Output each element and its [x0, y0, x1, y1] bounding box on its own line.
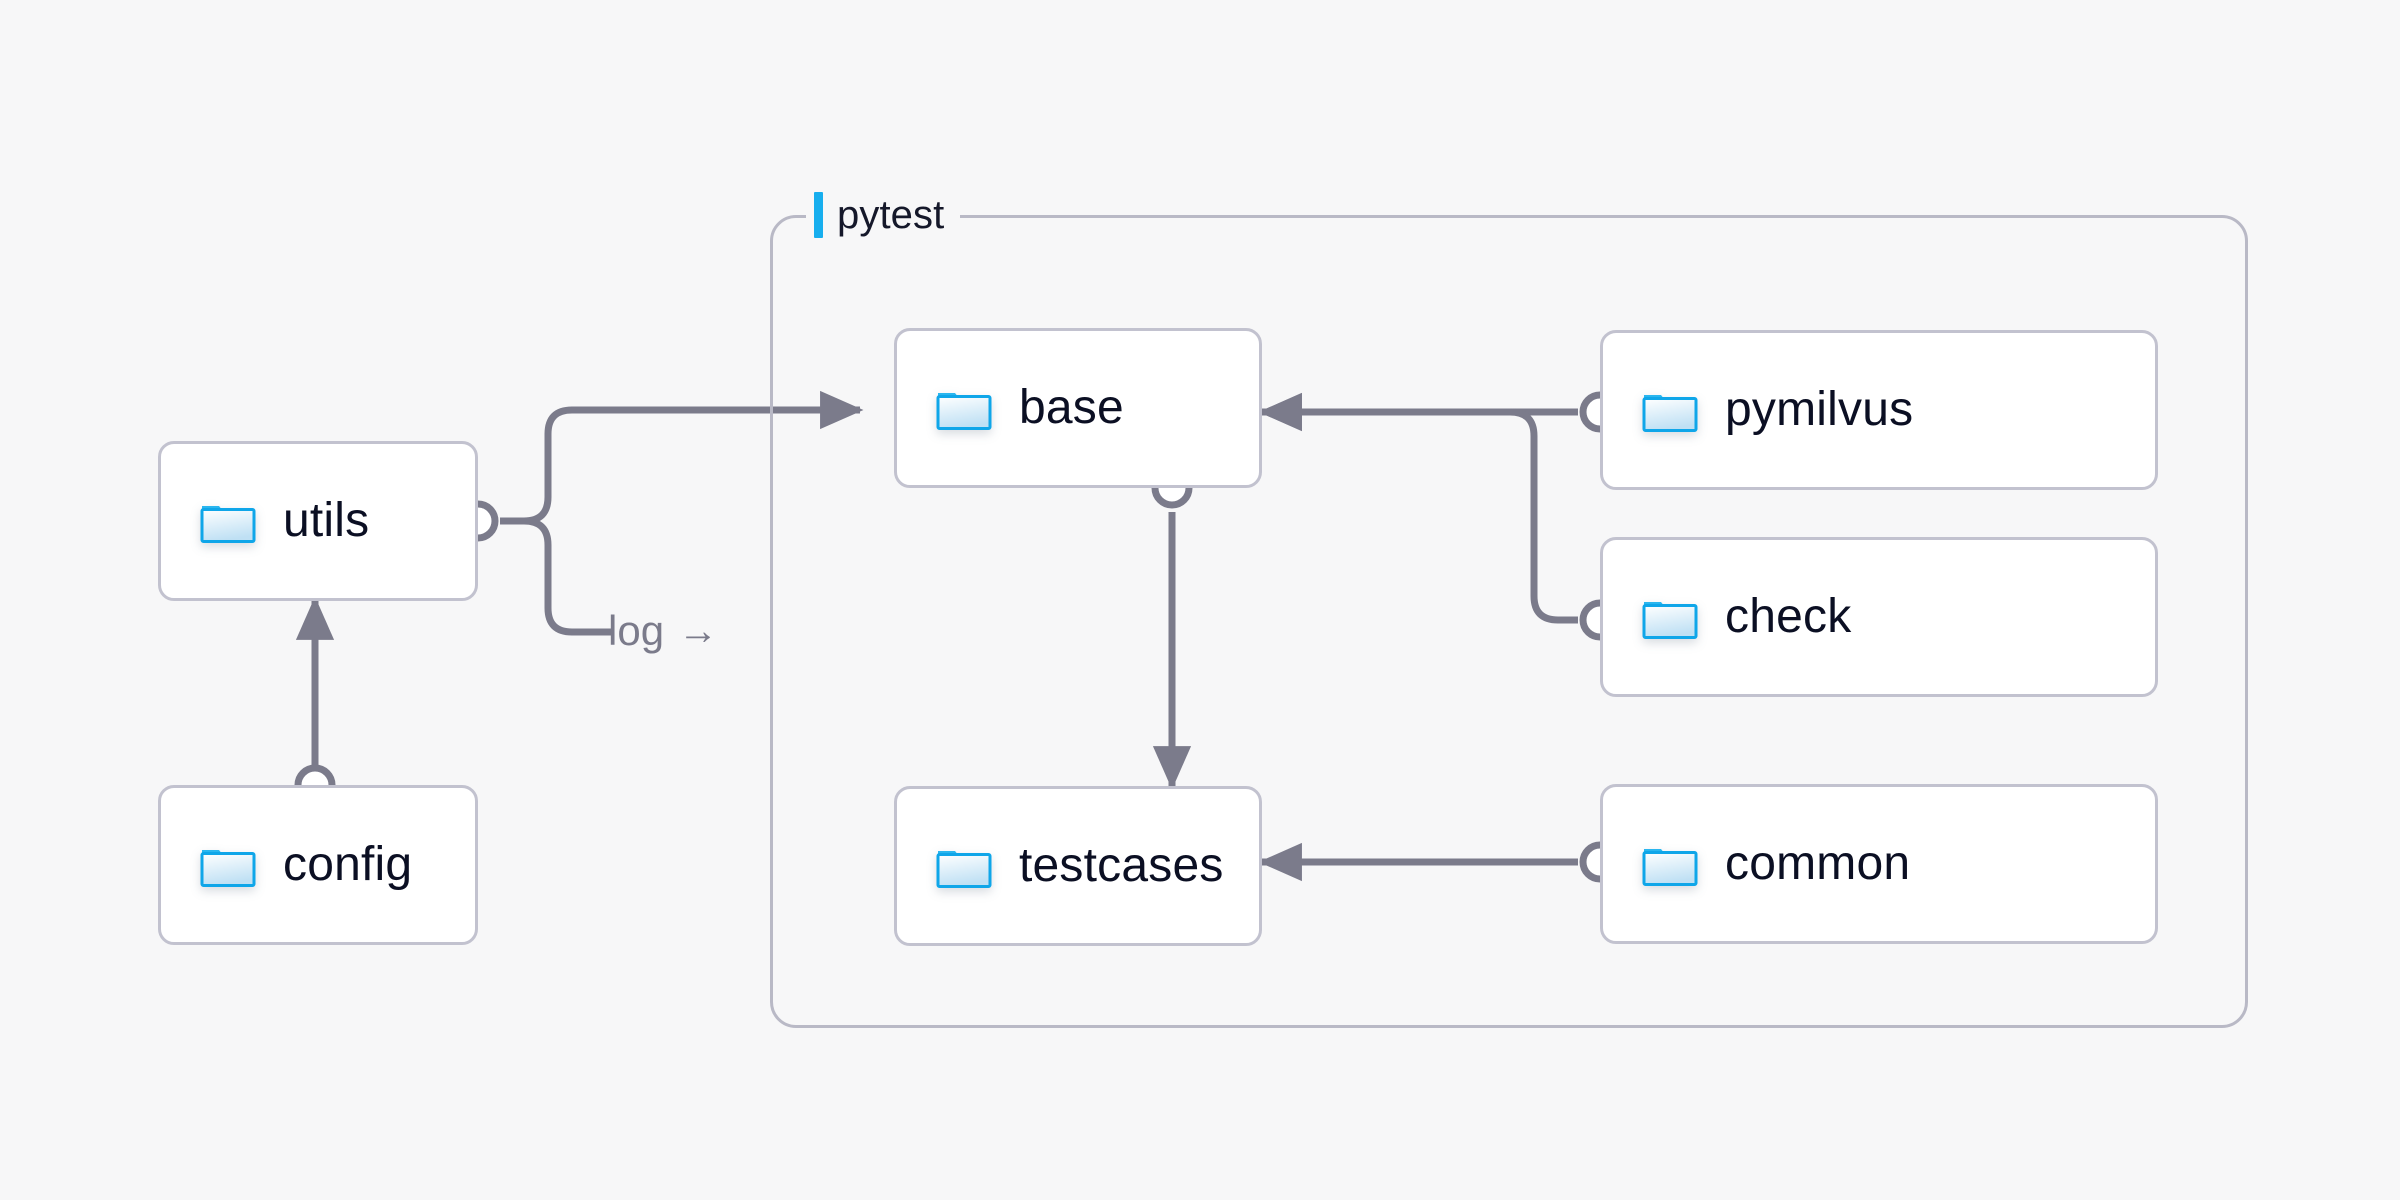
node-common[interactable]: common [1600, 784, 2158, 944]
node-label: utils [283, 494, 370, 547]
node-label: check [1725, 590, 1852, 643]
folder-icon [1642, 849, 1698, 886]
folder-icon [200, 850, 256, 887]
edge-utils-to-log [523, 517, 614, 636]
node-testcases[interactable]: testcases [894, 786, 1262, 946]
node-label: base [1019, 381, 1124, 434]
node-config[interactable]: config [158, 785, 478, 945]
group-accent-bar [814, 192, 823, 238]
folder-icon [1642, 395, 1698, 432]
folder-icon [936, 851, 992, 888]
edge-label-log-text: log [608, 607, 665, 654]
node-label: config [283, 838, 413, 891]
edge-label-log: log → [608, 610, 718, 652]
node-label: common [1725, 837, 1911, 890]
node-pymilvus[interactable]: pymilvus [1600, 330, 2158, 490]
folder-icon [1642, 602, 1698, 639]
folder-icon [200, 506, 256, 543]
node-base[interactable]: base [894, 328, 1262, 488]
group-pytest [770, 215, 2248, 1028]
node-label: testcases [1019, 839, 1224, 892]
folder-icon [936, 393, 992, 430]
arrow-right-icon: → [678, 609, 719, 653]
group-pytest-label: pytest [806, 189, 961, 241]
node-label: pymilvus [1725, 383, 1914, 436]
node-check[interactable]: check [1600, 537, 2158, 697]
node-utils[interactable]: utils [158, 441, 478, 601]
group-label-text: pytest [837, 193, 945, 237]
